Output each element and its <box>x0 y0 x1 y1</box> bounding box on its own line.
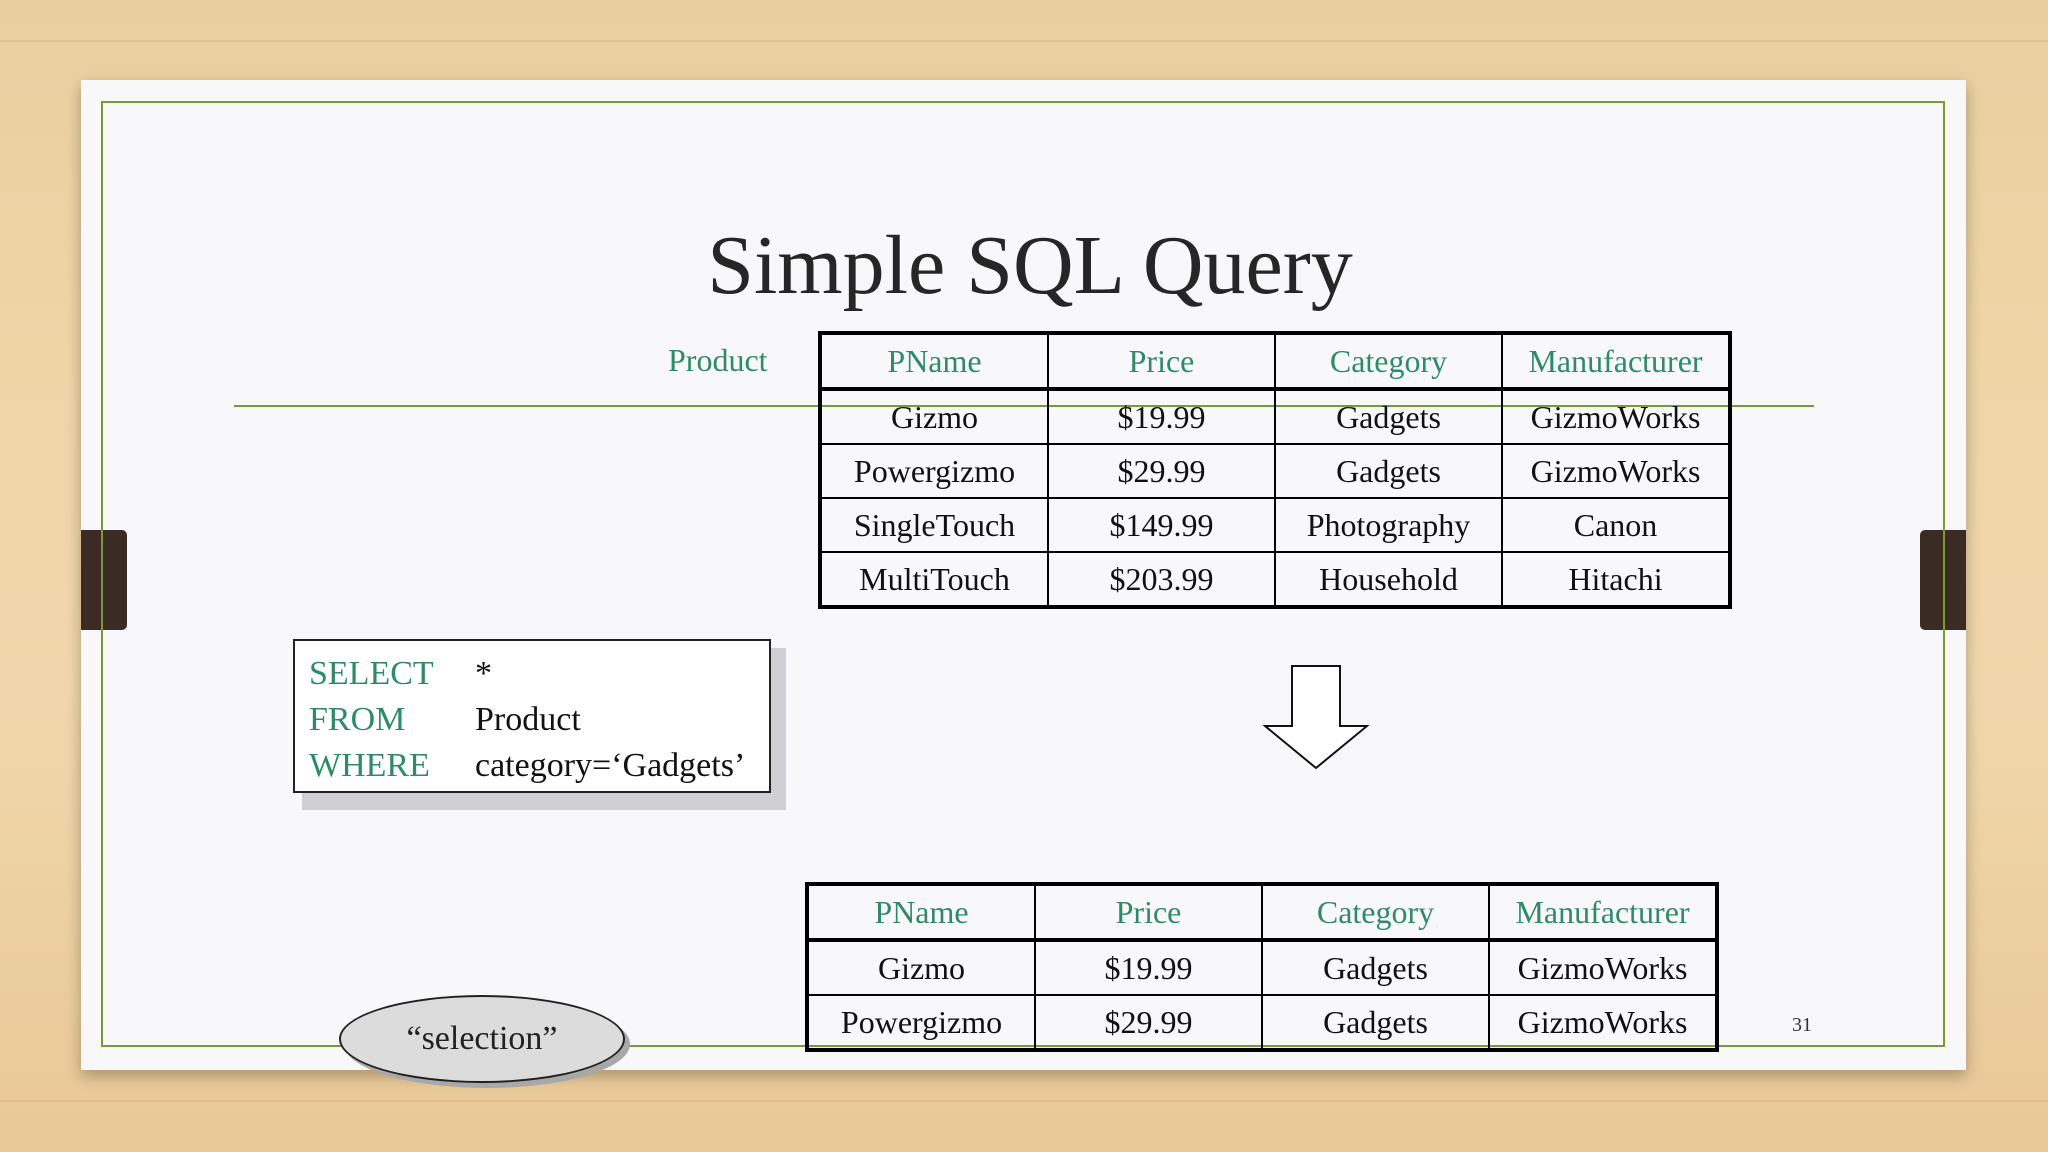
table-cell: Canon <box>1501 497 1731 553</box>
sql-query-box: SELECT * FROM Product WHERE category=‘Ga… <box>293 639 771 793</box>
table-cell: MultiTouch <box>819 551 1049 608</box>
column-header: Price <box>1047 332 1276 391</box>
table-cell: Powergizmo <box>806 994 1036 1051</box>
table-cell: $29.99 <box>1047 443 1276 499</box>
table-cell: Hitachi <box>1501 551 1731 608</box>
sql-argument: category=‘Gadgets’ <box>475 747 746 784</box>
table-cell: Household <box>1274 551 1503 608</box>
table-cell: SingleTouch <box>819 497 1049 553</box>
table-cell: Gizmo <box>806 939 1036 996</box>
result-table: PName Price Category Manufacturer Gizmo … <box>805 882 1719 1052</box>
table-cell: $19.99 <box>1047 388 1276 445</box>
table-cell: $19.99 <box>1034 939 1263 996</box>
table-cell: Gadgets <box>1261 994 1490 1051</box>
table-cell: $149.99 <box>1047 497 1276 553</box>
table-header-row: PName Price Category Manufacturer <box>806 883 1718 942</box>
sql-argument: Product <box>475 701 581 738</box>
slide-title: Simple SQL Query <box>707 219 1353 312</box>
table-cell: Powergizmo <box>819 443 1049 499</box>
relation-label: Product <box>668 342 768 378</box>
table-cell: Gizmo <box>819 388 1049 445</box>
product-table: PName Price Category Manufacturer Gizmo … <box>818 331 1732 609</box>
sql-argument: * <box>475 655 492 692</box>
query-line: FROM Product <box>309 697 769 743</box>
table-cell: Gadgets <box>1274 388 1503 445</box>
column-header: Category <box>1261 883 1490 942</box>
slide-tab-left <box>81 530 127 630</box>
query-line: SELECT * <box>309 651 769 697</box>
table-header-row: PName Price Category Manufacturer <box>819 332 1731 391</box>
column-header: Manufacturer <box>1488 883 1718 942</box>
table-cell: $203.99 <box>1047 551 1276 608</box>
sql-keyword: WHERE <box>309 747 430 784</box>
callout-label: “selection” <box>406 1020 558 1057</box>
column-header: Manufacturer <box>1501 332 1731 391</box>
down-arrow-icon <box>1262 664 1370 775</box>
selection-callout: “selection” <box>339 995 625 1083</box>
table-cell: $29.99 <box>1034 994 1263 1051</box>
table-cell: GizmoWorks <box>1488 939 1718 996</box>
page-number: 31 <box>1792 1014 1812 1036</box>
column-header: PName <box>806 883 1036 942</box>
table-row: SingleTouch $149.99 Photography Canon <box>819 497 1731 553</box>
table-cell: GizmoWorks <box>1501 443 1731 499</box>
sql-keyword: SELECT <box>309 655 434 692</box>
table-row: Gizmo $19.99 Gadgets GizmoWorks <box>806 939 1718 996</box>
column-header: PName <box>819 332 1049 391</box>
column-header: Category <box>1274 332 1503 391</box>
table-cell: GizmoWorks <box>1488 994 1718 1051</box>
query-line: WHERE category=‘Gadgets’ <box>309 743 769 789</box>
table-cell: Gadgets <box>1274 443 1503 499</box>
table-row: Powergizmo $29.99 Gadgets GizmoWorks <box>819 443 1731 499</box>
column-header: Price <box>1034 883 1263 942</box>
table-row: Gizmo $19.99 Gadgets GizmoWorks <box>819 388 1731 445</box>
table-row: Powergizmo $29.99 Gadgets GizmoWorks <box>806 994 1718 1051</box>
table-cell: GizmoWorks <box>1501 388 1731 445</box>
table-cell: Gadgets <box>1261 939 1490 996</box>
table-row: MultiTouch $203.99 Household Hitachi <box>819 551 1731 608</box>
sql-keyword: FROM <box>309 701 406 738</box>
table-cell: Photography <box>1274 497 1503 553</box>
